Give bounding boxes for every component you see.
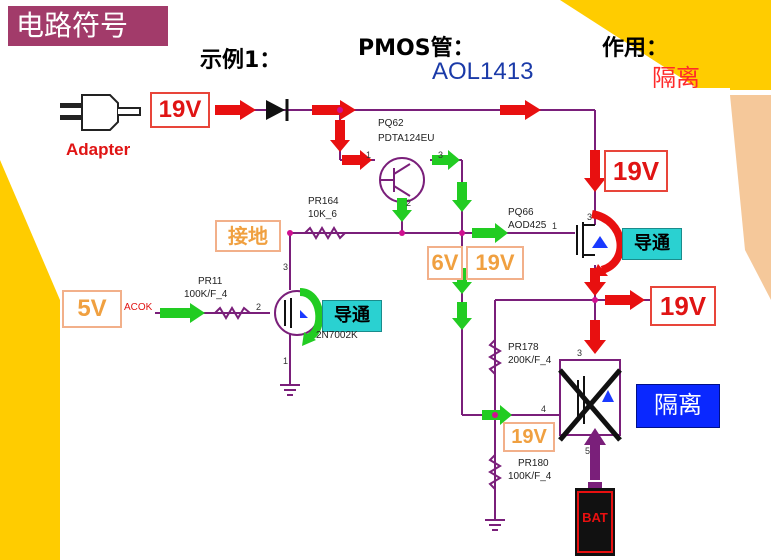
page-title: 电路符号: [8, 6, 168, 46]
pq66-name: PQ66: [508, 207, 534, 218]
pr11-name: PR11: [198, 276, 223, 287]
pr164-resistor: [304, 226, 346, 240]
pr180-name: PR180: [518, 458, 549, 469]
left-conduct-arrowhead: [302, 332, 316, 346]
left-fet-pin3: 3: [283, 262, 289, 272]
pr164-value: 10K_6: [308, 209, 337, 220]
pr180-value: 100K/F_4: [508, 471, 552, 482]
top-conduct-arc: [590, 210, 625, 274]
pr178-resistor: [488, 339, 502, 375]
pq62-pin3: 3: [438, 150, 444, 160]
pr178-value: 200K/F_4: [508, 355, 552, 366]
battery-label: BAT: [582, 510, 608, 525]
top-right-yellow-swoosh: [560, 0, 771, 90]
pr11-resistor: [214, 306, 251, 320]
top-conduct-badge: 导通: [622, 228, 682, 260]
left-fet-pin1: 1: [283, 356, 289, 366]
battery-flow-arrow: [584, 428, 606, 480]
left-conduct-arc: [299, 288, 324, 342]
left-conduct-badge: 导通: [322, 300, 382, 332]
pq62-transistor-icon: [379, 157, 425, 203]
pq62-part: PDTA124EU: [378, 133, 435, 144]
function-value: 隔离: [652, 64, 700, 92]
green-flow-arrows: [160, 150, 512, 425]
top-right-voltage-box: 19V: [604, 150, 668, 192]
left-yellow-swoosh: [0, 160, 60, 560]
pq62-pin2: 2: [406, 198, 412, 208]
function-label: 作用：: [602, 36, 669, 61]
red-flow-arrows: [215, 100, 645, 354]
right-hand-decoration: [730, 95, 771, 300]
junction-dots: [287, 107, 598, 418]
pr180-resistor: [488, 454, 502, 490]
pq62-name: PQ62: [378, 118, 404, 129]
pq66-pin1: 1: [552, 221, 558, 231]
acok-5v-box: 5V: [62, 290, 122, 328]
adapter-label: Adapter: [66, 140, 131, 159]
isolation-badge: 隔离: [636, 384, 720, 428]
pr178-name: PR178: [508, 342, 539, 353]
lower-19v-box: 19V: [503, 422, 555, 452]
iso-fet-pin5: 5: [585, 446, 591, 456]
pq62-pin1: 1: [366, 150, 372, 160]
left-fet-part: 2N7002K: [316, 330, 358, 341]
pq66-mosfet-icon: [560, 222, 608, 258]
pr11-value: 100K/F_4: [184, 289, 228, 300]
ground-note-box: 接地: [215, 220, 281, 252]
diode-icon: [266, 99, 289, 121]
pmos-label: PMOS管：: [358, 36, 475, 61]
pr164-name: PR164: [308, 196, 339, 207]
mid-6v-box: 6V: [427, 246, 463, 280]
part-number: AOL1413: [432, 58, 534, 85]
adapter-voltage-box: 19V: [150, 92, 210, 128]
ground-symbols: [280, 384, 505, 531]
isolation-mosfet-icon: [558, 359, 622, 442]
mid-19v-box: 19V: [466, 246, 524, 280]
example-label: 示例1：: [200, 48, 282, 73]
output-voltage-box: 19V: [650, 286, 716, 326]
pq66-pin3: 3: [587, 212, 593, 222]
iso-fet-pin4: 4: [541, 404, 547, 414]
iso-fet-pin3: 3: [577, 348, 583, 358]
acok-label: ACOK: [124, 302, 153, 313]
pq66-part: AOD425: [508, 220, 547, 231]
adapter-plug-icon: [60, 94, 141, 131]
battery-icon: [575, 482, 615, 556]
left-fet-pin2: 2: [256, 302, 262, 312]
